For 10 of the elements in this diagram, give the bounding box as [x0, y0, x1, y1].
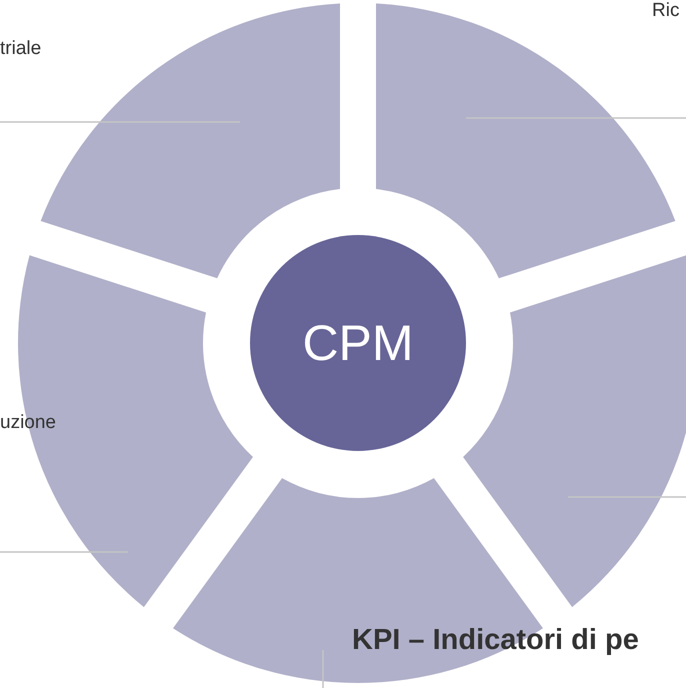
leader-line — [466, 117, 686, 119]
center-label: CPM — [302, 314, 414, 372]
segment-label: uzione — [0, 412, 56, 434]
leader-line — [0, 121, 240, 123]
segment-label: Ric — [652, 0, 680, 22]
heading-text: KPI – Indicatori di pe — [352, 624, 639, 657]
ring-segment — [463, 255, 686, 608]
segment-label: triale — [0, 38, 42, 60]
ring-segment — [40, 3, 340, 278]
leader-line — [0, 551, 128, 553]
